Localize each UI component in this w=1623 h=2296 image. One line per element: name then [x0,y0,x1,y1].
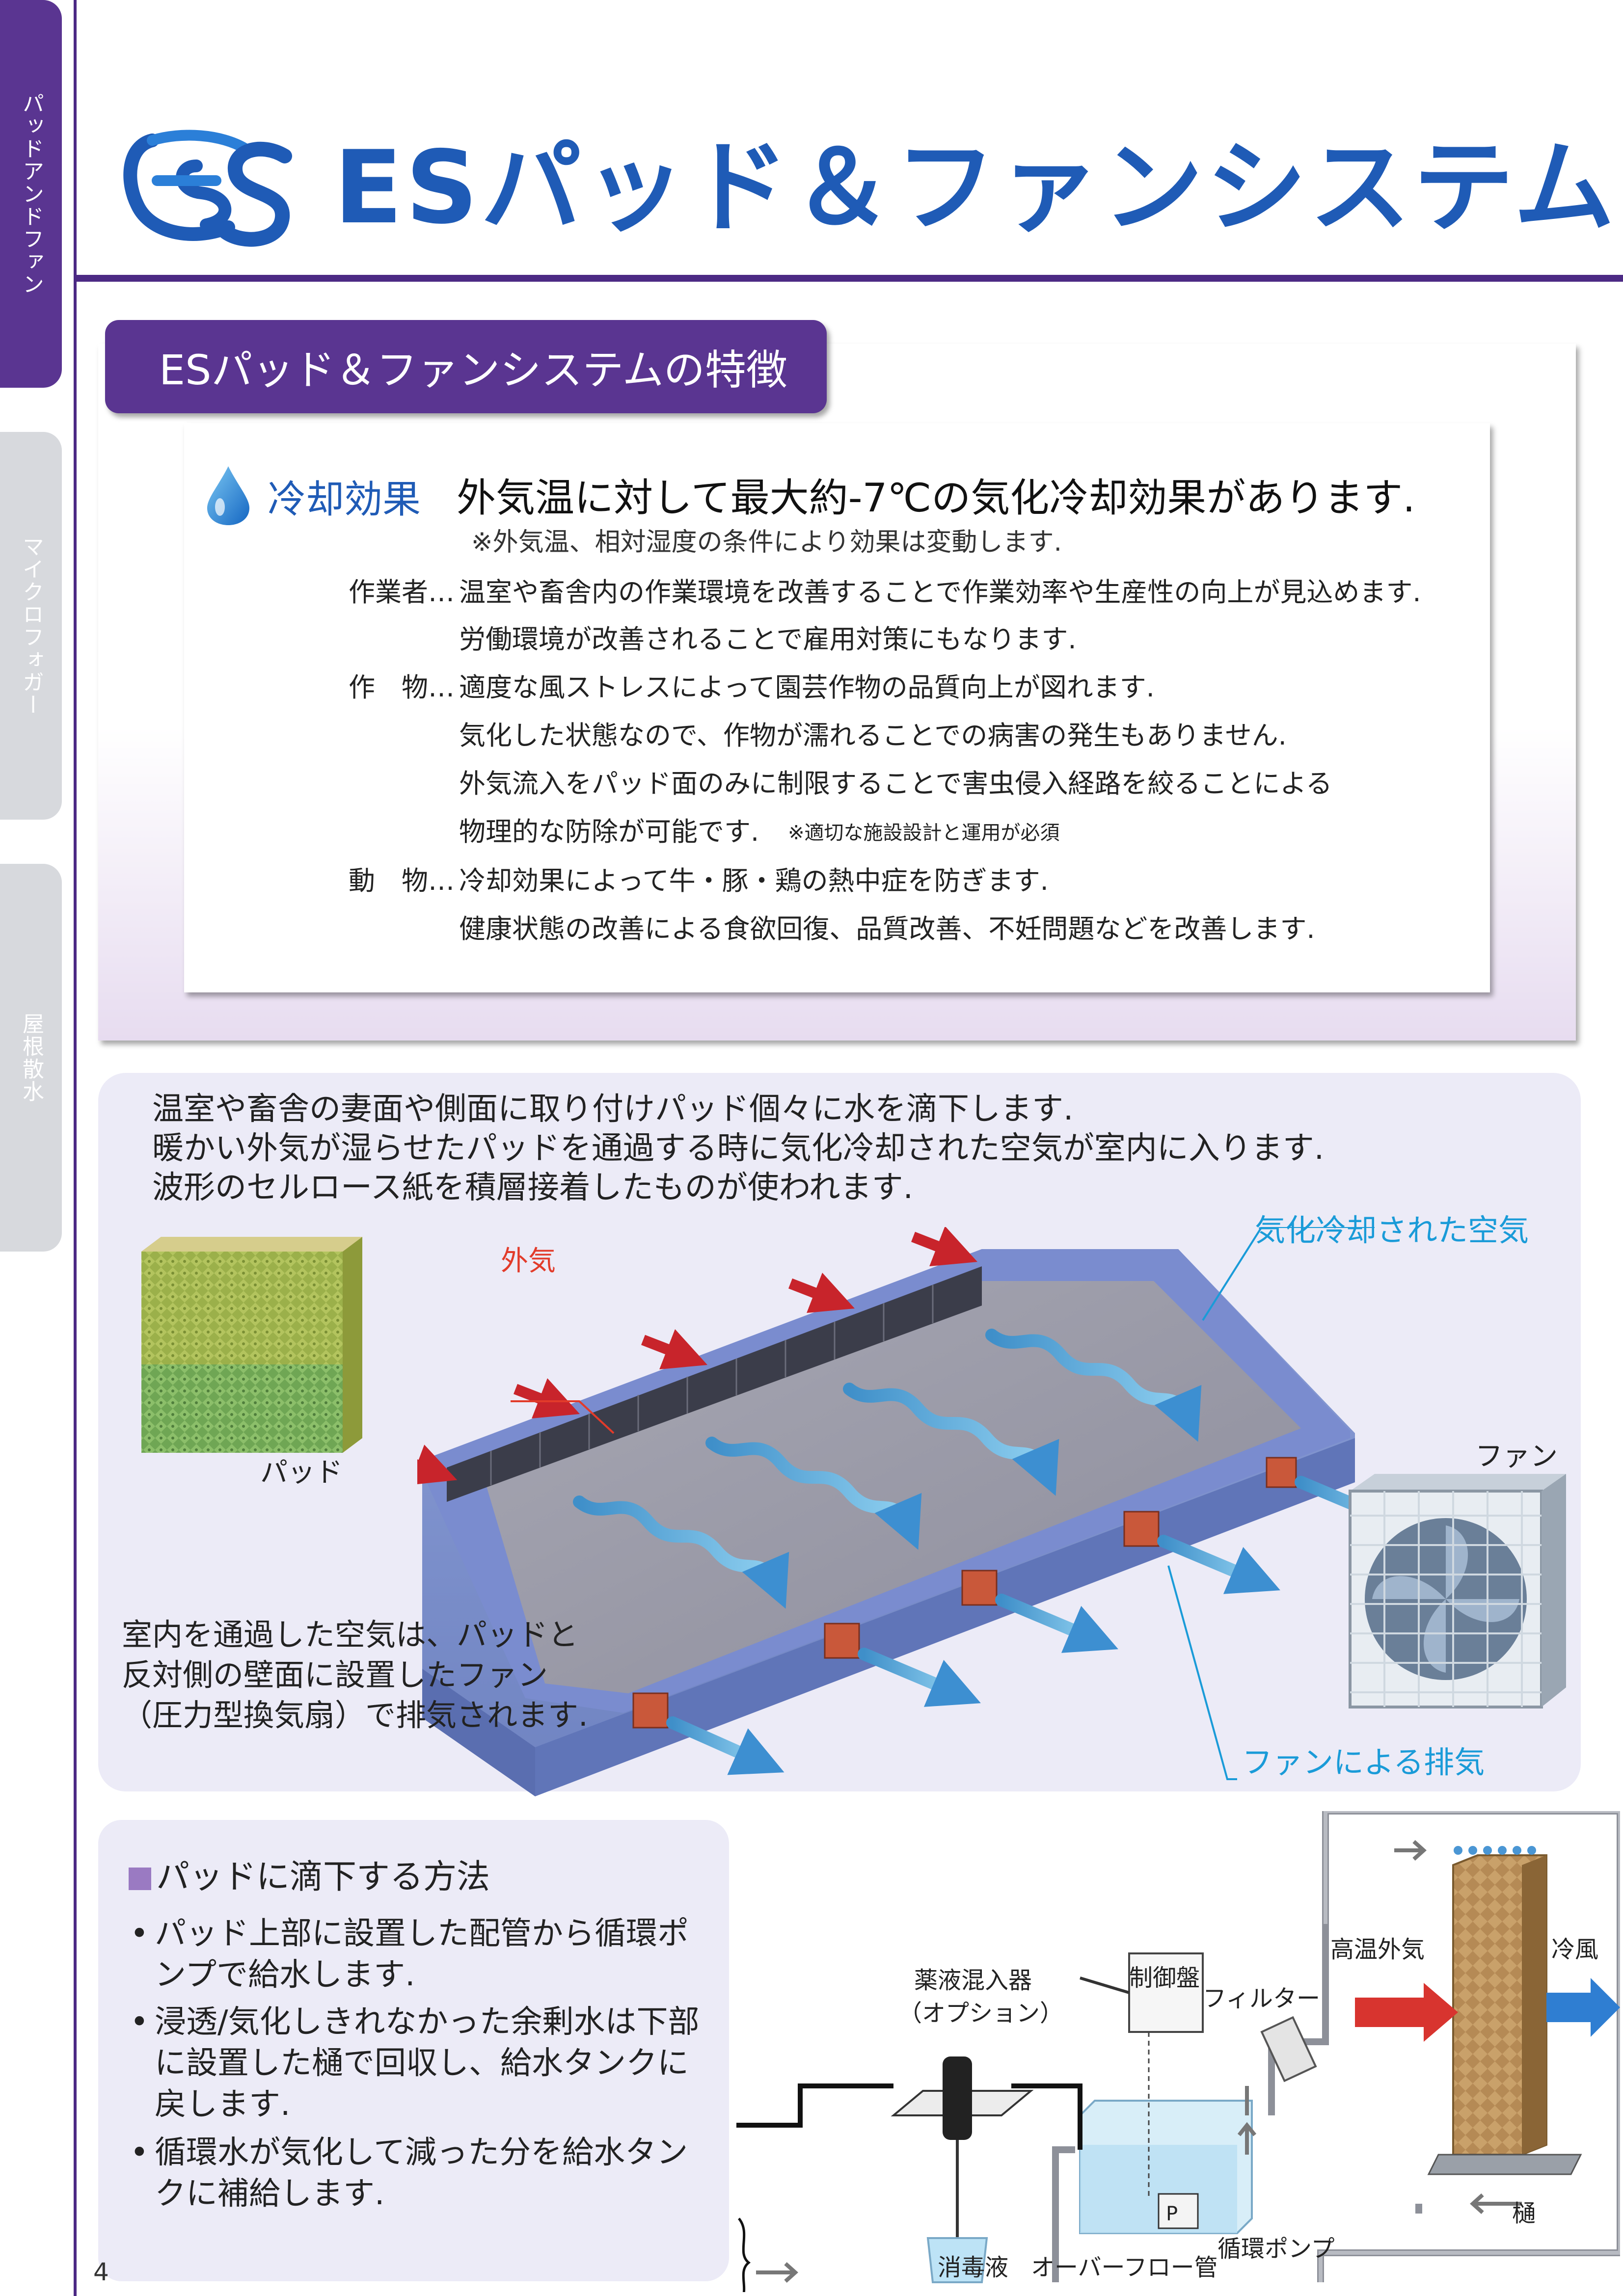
intro-line: 波形のセルロース紙を積層接着したものが使われます. [152,1170,913,1206]
cooling-effect-note: ※外気温、相対湿度の条件により効果は変動します. [471,528,1062,557]
header-rule [77,275,1623,282]
page-number: 4 [93,2258,109,2286]
feature-row-text: 労働環境が改善されることで雇用対策にもなります. [459,624,1077,655]
feature-row-text: 物理的な防除が可能です. [459,816,759,847]
gutter-label: 樋 [1512,2200,1536,2227]
feature-row-note: ※適切な施設設計と運用が必須 [788,822,1060,844]
feature-row-text: 適度な風ストレスによって園芸作物の品質向上が図れます. [459,672,1155,703]
water-drop-icon [207,466,249,525]
side-tab-label: マイクロフォガー [19,535,44,716]
mixer-label: 薬液混入器 [914,1967,1032,1994]
overflow-pipe-label: オーバーフロー管 [1031,2254,1218,2281]
side-tab-label: 屋根散水 [19,1013,44,1103]
cooled-air-label: 気化冷却された空気 [1255,1212,1529,1248]
diagram-description: 室内を通過した空気は、パッドと反対側の壁面に設置したファン（圧力型換気扇）で排気… [122,1617,588,1733]
outside-air-label: 外気 [501,1245,556,1277]
side-tab-micro-fogger[interactable]: マイクロフォガー [0,432,62,820]
feature-row-head: 作 物… [349,672,455,703]
fan-image [1349,1474,1566,1709]
pad-image [141,1237,362,1453]
feature-row-text: 冷却効果によって牛・豚・鶏の熱中症を防ぎます. [459,865,1049,896]
mixer-option-label: （オプション） [898,2000,1064,2027]
water-circulation-schematic [736,1811,1620,2292]
pump-mark: P [1166,2203,1178,2225]
method-bullet: • パッド上部に設置した配管から循環ポンプで給水します. [130,1913,719,1996]
method-bullet: • 浸透/気化しきれなかった余剰水は下部に設置した樋で回収し、給水タンクに戻しま… [130,2002,719,2125]
side-tab-pad-and-fan[interactable]: パッドアンドファン [0,0,62,388]
fan-exhaust-label: ファンによる排気 [1242,1744,1485,1780]
bullet-dot-icon: • [130,1916,149,1952]
side-divider [74,0,77,2296]
side-tab-label: パッドアンドファン [19,92,44,295]
method-bullet-text: 循環水が気化して減った分を給水タンクに補給します. [155,2135,688,2212]
filter-label: フィルター [1203,1985,1321,2012]
pump-label: 循環ポンプ [1217,2235,1335,2263]
method-title-text: パッドに滴下する方法 [156,1858,490,1896]
intro-line: 温室や畜舎の妻面や側面に取り付けパッド個々に水を滴下します. [152,1091,1074,1127]
bullet-dot-icon: • [130,2135,149,2171]
control-panel-label: 制御盤 [1129,1964,1200,1992]
method-panel [98,1820,729,2281]
feature-row-text: 温室や畜舎内の作業環境を改善することで作業効率や生産性の向上が見込めます. [459,577,1421,608]
feature-row-text: 気化した状態なので、作物が濡れることでの病害の発生もありません. [459,720,1287,751]
fan-label: ファン [1475,1441,1558,1472]
feature-row-head: 作業者… [349,577,455,608]
bullet-dot-icon: • [130,2004,149,2040]
hot-air-label: 高温外気 [1330,1936,1425,1963]
feature-row-text: 外気流入をパッド面のみに制限することで害虫侵入経路を絞ることによる [459,768,1332,799]
method-bullet: • 循環水が気化して減った分を給水タンクに補給します. [130,2132,719,2215]
method-title: パッドに滴下する方法 [129,1849,490,1898]
greenhouse-diagram [417,1227,1375,1796]
cool-air-label: 冷風 [1551,1936,1599,1963]
feature-row-head: 動 物… [349,865,455,896]
cooling-effect-lead: 外気温に対して最大約-7℃の気化冷却効果があります. [457,475,1415,521]
method-bullet-text: パッド上部に設置した配管から循環ポンプで給水します. [155,1916,689,1993]
page-title: ESパッド＆ファンシステム [334,130,1618,246]
es-logo-icon [123,130,292,247]
features-card [184,423,1490,992]
disinfectant-label: 消毒液 [938,2254,1009,2281]
square-bullet-icon [129,1868,151,1890]
features-heading: ESパッド＆ファンシステムの特徴 [105,320,827,413]
pad-label: パッド [260,1457,343,1489]
feature-row-text: 健康状態の改善による食欲回復、品質改善、不妊問題などを改善します. [459,913,1315,944]
method-bullet-text: 浸透/気化しきれなかった余剰水は下部に設置した樋で回収し、給水タンクに戻します. [155,2004,700,2123]
cooling-effect-label: 冷却効果 [268,478,421,522]
side-tab-roof-sprinkler[interactable]: 屋根散水 [0,864,62,1252]
intro-line: 暖かい外気が湿らせたパッドを通過する時に気化冷却された空気が室内に入ります. [152,1130,1325,1167]
